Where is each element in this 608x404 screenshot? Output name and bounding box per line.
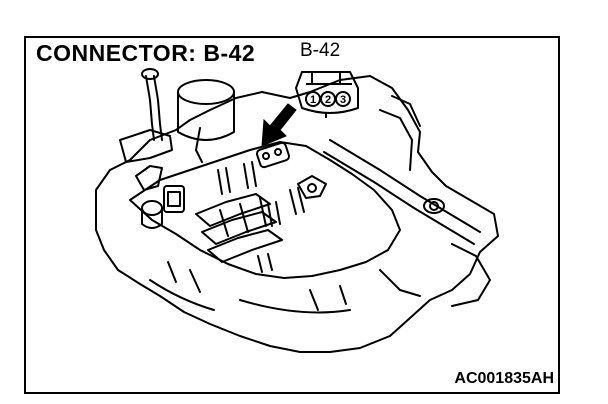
diagram-frame — [24, 36, 560, 394]
dipstick-tube — [146, 76, 154, 140]
connector-face-icon: 1 2 3 — [296, 72, 358, 118]
diagram-title: CONNECTOR: B-42 — [36, 40, 256, 66]
engine-body-outline — [96, 76, 498, 352]
connector-pin-2-label: 2 — [325, 94, 331, 106]
connector-pin-1-label: 1 — [310, 94, 316, 106]
arrow-down-left-icon — [262, 104, 296, 146]
connector-pin-3-label: 3 — [340, 94, 346, 106]
connector-label: B-42 — [300, 40, 341, 61]
connector-pin-3 — [336, 92, 350, 106]
filler-cap — [178, 80, 234, 104]
figure-code: AC001835AH — [454, 370, 554, 387]
